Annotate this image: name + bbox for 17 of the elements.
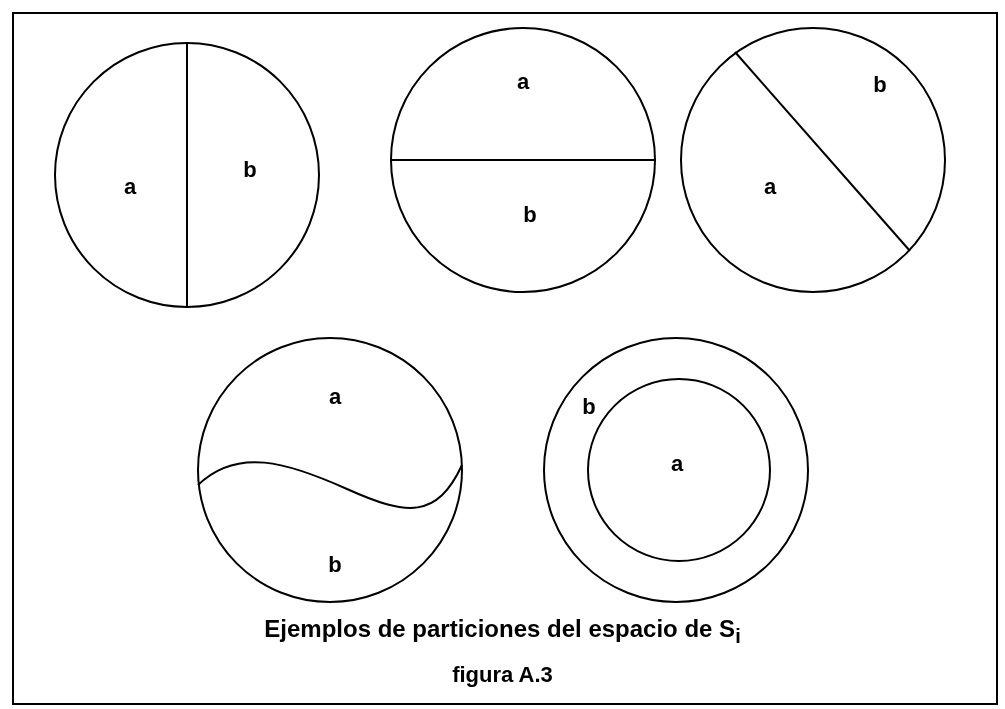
region-label: a [328,386,342,408]
partition-circle [543,337,809,603]
region-label: b [328,554,342,576]
region-label: b [873,74,887,96]
region-label: a [670,453,684,475]
region-label: a [123,176,137,198]
partition-circle [390,27,656,293]
region-label: a [763,176,777,198]
figure-number: figura A.3 [452,662,553,688]
partition-circle [197,337,463,603]
figure-caption: Ejemplos de particiones del espacio de S$_{i}$ [264,615,741,648]
partition-circle [680,27,946,293]
region-label: b [243,159,257,181]
region-label: a [516,71,530,93]
region-label: b [523,204,537,226]
partition-circle [54,42,320,308]
region-label: b [582,396,596,418]
